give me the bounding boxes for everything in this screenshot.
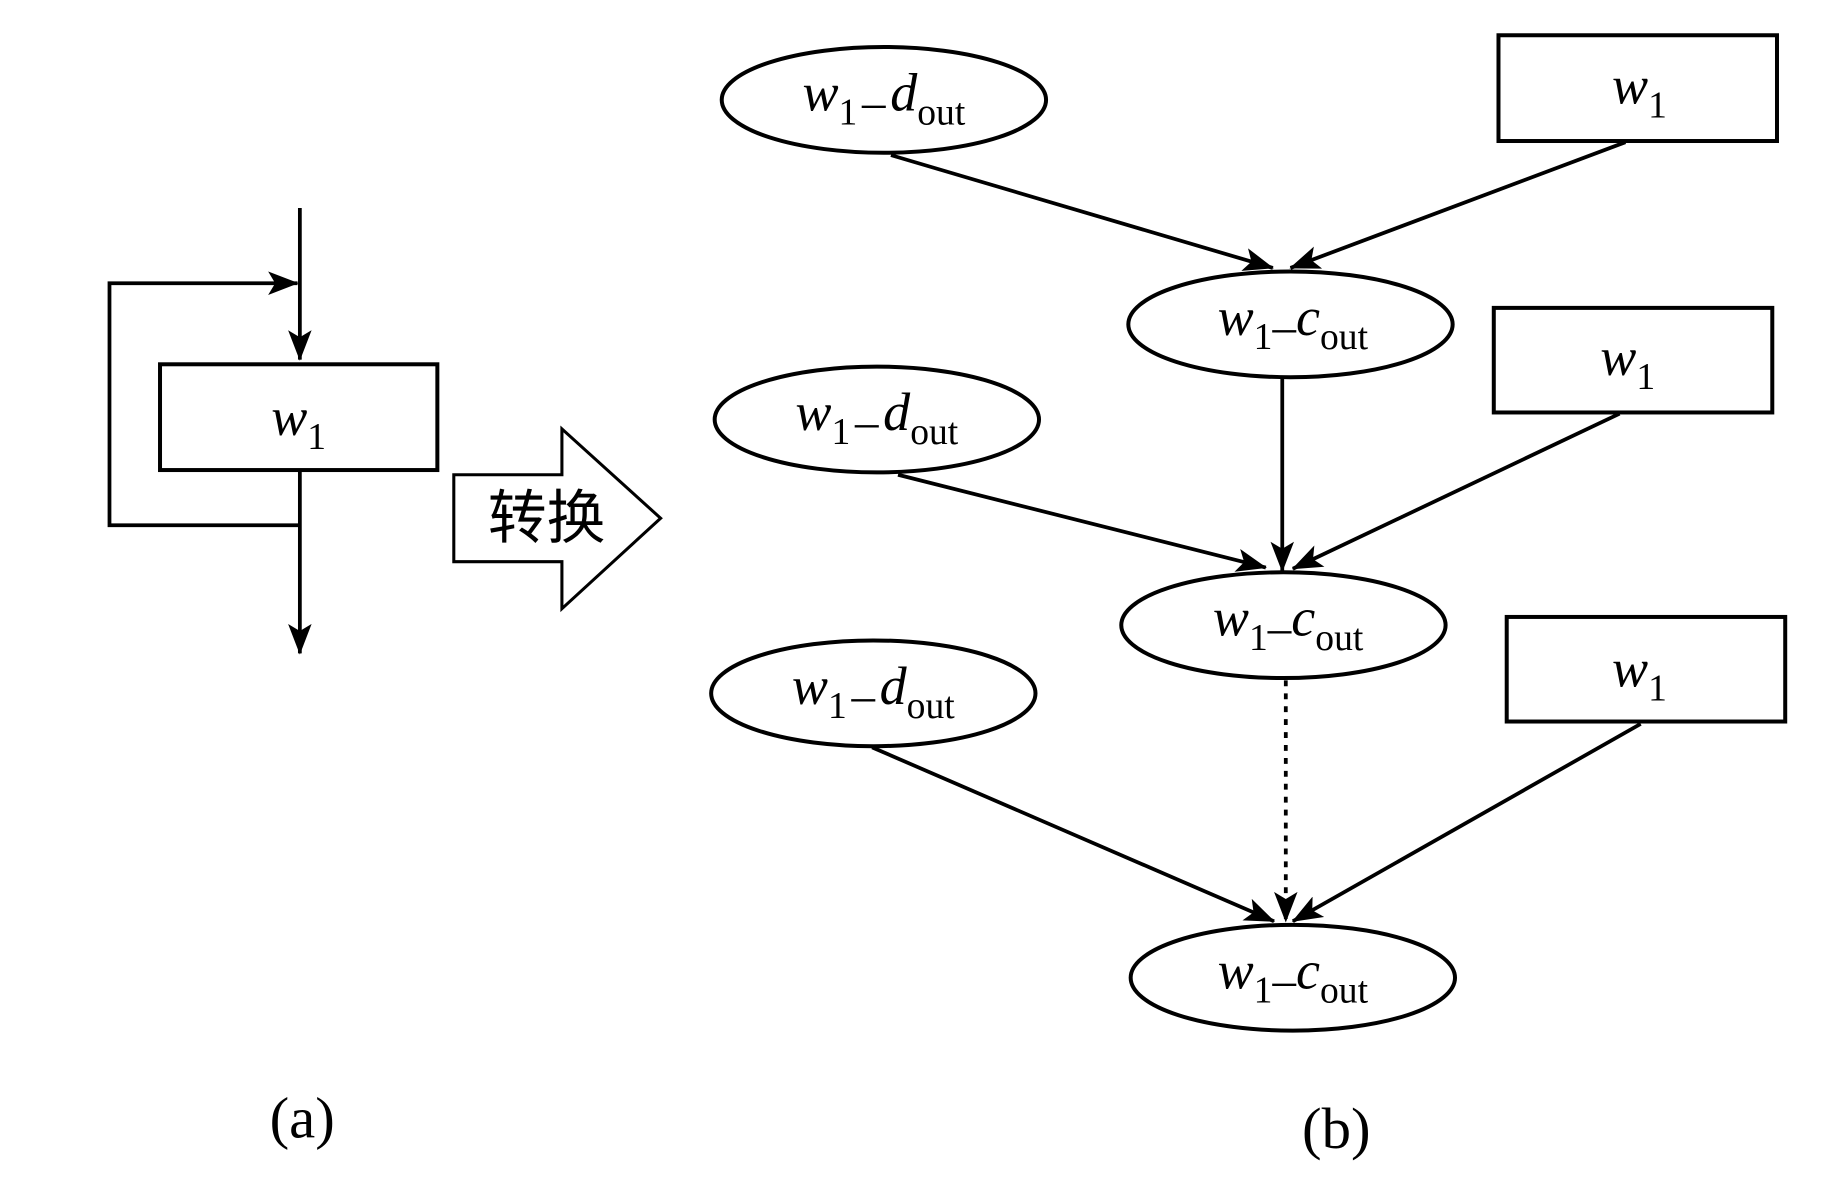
node-c3-ellipse (1128, 922, 1458, 1033)
node-r1-box (1496, 33, 1779, 144)
panel-b-edges (871, 140, 1642, 924)
node-w1-box (158, 362, 440, 473)
node-w1-label: w1 (271, 387, 326, 458)
edge-d3-c3 (871, 745, 1276, 924)
node-r2-label: w1 (1600, 327, 1655, 398)
node-c3: w1–cout (1128, 922, 1458, 1033)
node-c1: w1–cout (1126, 269, 1455, 380)
edge-d2-c2 (897, 472, 1267, 572)
node-c2-label: w1–cout (1213, 588, 1364, 659)
node-r2: w1 (1491, 305, 1775, 415)
node-c2-ellipse (1119, 570, 1448, 681)
node-c1-label: w1–cout (1218, 287, 1369, 358)
caption-a: (a) (270, 1086, 335, 1151)
node-r1-label: w1 (1612, 55, 1667, 126)
caption-b: (b) (1302, 1096, 1371, 1161)
transform-label: 转换 (488, 483, 606, 552)
block-arrow-shape (452, 425, 663, 613)
node-c3-label: w1–cout (1218, 940, 1369, 1011)
node-d1: w1–dout (719, 45, 1049, 155)
node-r3-label: w1 (1612, 638, 1667, 709)
node-r2-box (1491, 305, 1775, 415)
transform-arrow: 转换 (452, 425, 663, 613)
node-d1-label: w1–dout (802, 62, 965, 133)
node-c1-ellipse (1126, 269, 1455, 380)
edge-d1-c1 (890, 153, 1274, 271)
panel-a: w1 (a) (107, 207, 440, 1151)
node-r3-box (1504, 614, 1788, 724)
node-d3-ellipse (709, 638, 1038, 749)
node-d3: w1–dout (709, 638, 1038, 749)
node-d2-ellipse (712, 364, 1042, 475)
node-r1: w1 (1496, 33, 1779, 144)
edge-r3-c3 (1291, 722, 1642, 923)
node-d2-label: w1–dout (795, 382, 958, 453)
node-d3-label: w1–dout (792, 656, 955, 727)
edge-r2-c2 (1291, 411, 1621, 571)
node-d2: w1–dout (712, 364, 1042, 475)
node-c2: w1–cout (1119, 570, 1448, 681)
node-r3: w1 (1504, 614, 1788, 724)
feedback-loop-line (107, 271, 300, 528)
edge-r1-c1 (1289, 140, 1627, 270)
node-d1-ellipse (719, 45, 1049, 155)
